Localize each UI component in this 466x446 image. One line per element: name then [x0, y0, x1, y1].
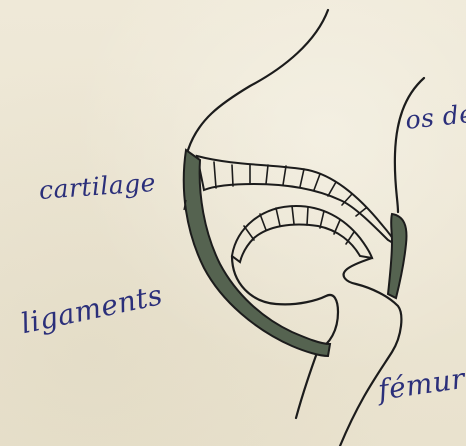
- femur-shaft-left-outline: [296, 350, 318, 418]
- os-label: os de: [404, 99, 466, 135]
- upper-cartilage-band: [197, 156, 398, 246]
- lower-cartilage-band: [232, 206, 372, 262]
- upper-bone-right-outline: [395, 78, 424, 212]
- left-ligament: [184, 150, 330, 356]
- right-ligament: [388, 214, 406, 298]
- upper-cartilage-hatching: [214, 162, 366, 216]
